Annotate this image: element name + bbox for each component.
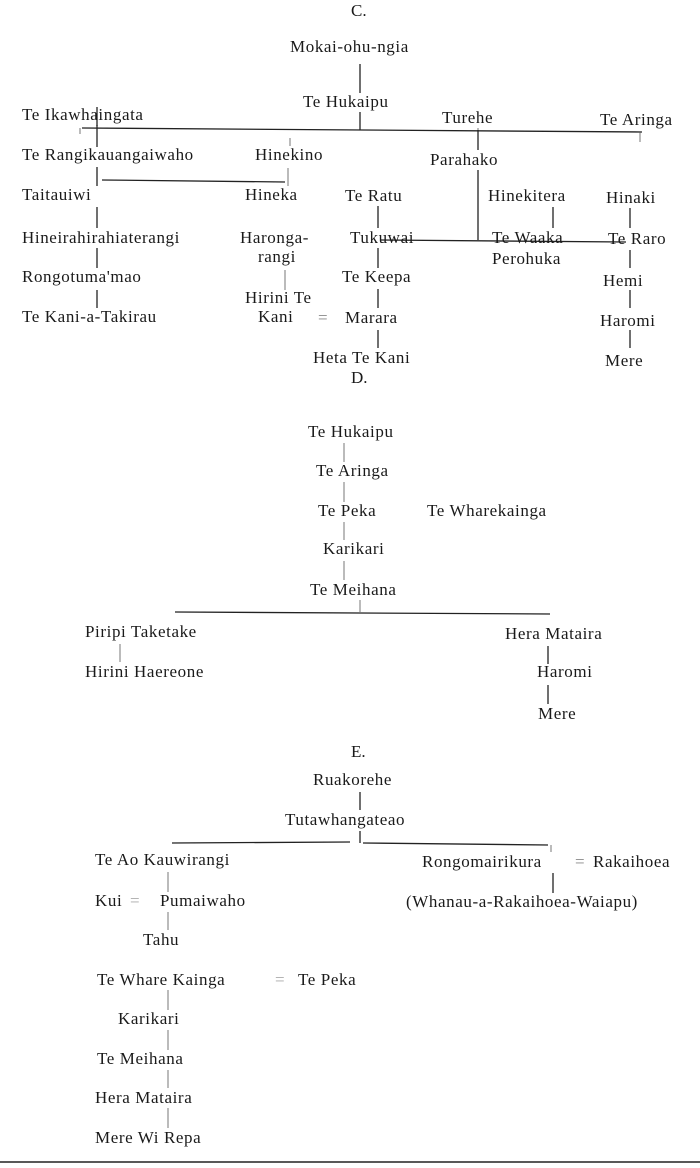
- person-hinaki: Hinaki: [606, 188, 656, 207]
- person-haromi: Haromi: [600, 311, 656, 330]
- person-hirini-te-kani-line2: Kani: [258, 307, 294, 326]
- marriage-symbol: =: [130, 891, 141, 910]
- person-taitauiwi: Taitauiwi: [22, 185, 92, 204]
- person-tutawhangateao: Tutawhangateao: [285, 810, 406, 829]
- person-te-waaka-line2: Perohuka: [492, 249, 562, 268]
- person-te-wharekainga: Te Wharekainga: [427, 501, 547, 520]
- person-heta-te-kani: Heta Te Kani: [313, 348, 411, 367]
- person-parahako: Parahako: [430, 150, 499, 169]
- person-hineka: Hineka: [245, 185, 298, 204]
- person-hinekitera: Hinekitera: [488, 186, 566, 205]
- person-hera-mataira: Hera Mataira: [505, 624, 603, 643]
- person-hirini-te-kani-line1: Hirini Te: [245, 288, 312, 307]
- person-te-whare-kainga: Te Whare Kainga: [97, 970, 226, 989]
- person-marara: Marara: [345, 308, 398, 327]
- person-haromi: Haromi: [537, 662, 593, 681]
- person-tahu: Tahu: [143, 930, 180, 949]
- section-d-heading: D.: [351, 368, 368, 387]
- person-karikari: Karikari: [118, 1009, 180, 1028]
- person-hirini-haereone: Hirini Haereone: [85, 662, 204, 681]
- section-c-heading: C.: [351, 1, 367, 20]
- person-karikari: Karikari: [323, 539, 385, 558]
- person-hera-mataira: Hera Mataira: [95, 1088, 193, 1107]
- person-te-aringa: Te Aringa: [316, 461, 389, 480]
- person-te-raro: Te Raro: [608, 229, 667, 248]
- person-te-rangikauangaiwaho: Te Rangikauangaiwaho: [22, 145, 194, 164]
- person-rongomairikura: Rongomairikura: [422, 852, 542, 871]
- person-kui: Kui: [95, 891, 123, 910]
- person-mere: Mere: [538, 704, 577, 723]
- tribe-whanau-a-rakaihoea-waiapu: (Whanau-a-Rakaihoea-Waiapu): [406, 892, 638, 911]
- person-hinekino: Hinekino: [255, 145, 324, 164]
- person-harongarangi-line2: rangi: [258, 247, 296, 266]
- person-te-peka: Te Peka: [318, 501, 377, 520]
- person-te-kani-a-takirau: Te Kani-a-Takirau: [22, 307, 157, 326]
- person-piripi-taketake: Piripi Taketake: [85, 622, 197, 641]
- person-te-hukaipu: Te Hukaipu: [308, 422, 394, 441]
- person-mere: Mere: [605, 351, 644, 370]
- person-te-ratu: Te Ratu: [345, 186, 403, 205]
- marriage-symbol: =: [575, 852, 586, 871]
- person-mere-wi-repa: Mere Wi Repa: [95, 1128, 202, 1147]
- person-te-ao-kauwirangi: Te Ao Kauwirangi: [95, 850, 230, 869]
- marriage-symbol: =: [275, 970, 286, 989]
- person-te-hukaipu: Te Hukaipu: [303, 92, 389, 111]
- person-mokai-ohu-ngia: Mokai-ohu-ngia: [290, 37, 409, 56]
- person-pumaiwaho: Pumaiwaho: [160, 891, 246, 910]
- person-te-keepa: Te Keepa: [342, 267, 412, 286]
- person-rakaihoea: Rakaihoea: [593, 852, 671, 871]
- person-te-waaka-line1: Te Waaka: [492, 228, 564, 247]
- person-te-meihana: Te Meihana: [310, 580, 397, 599]
- person-te-peka: Te Peka: [298, 970, 357, 989]
- marriage-symbol: =: [318, 308, 329, 327]
- person-harongarangi-line1: Haronga-: [240, 228, 309, 247]
- person-hemi: Hemi: [603, 271, 644, 290]
- person-te-meihana: Te Meihana: [97, 1049, 184, 1068]
- person-ruakorehe: Ruakorehe: [313, 770, 393, 789]
- person-te-ikawhaingata: Te Ikawhaingata: [22, 105, 144, 124]
- section-e-heading: E.: [351, 742, 366, 761]
- person-tukuwai: Tukuwai: [350, 228, 415, 247]
- person-hineirahirahiaterangi: Hineirahirahiaterangi: [22, 228, 180, 247]
- person-turehe: Turehe: [442, 108, 494, 127]
- person-te-aringa: Te Aringa: [600, 110, 673, 129]
- person-rongotumamao: Rongotuma'mao: [22, 267, 142, 286]
